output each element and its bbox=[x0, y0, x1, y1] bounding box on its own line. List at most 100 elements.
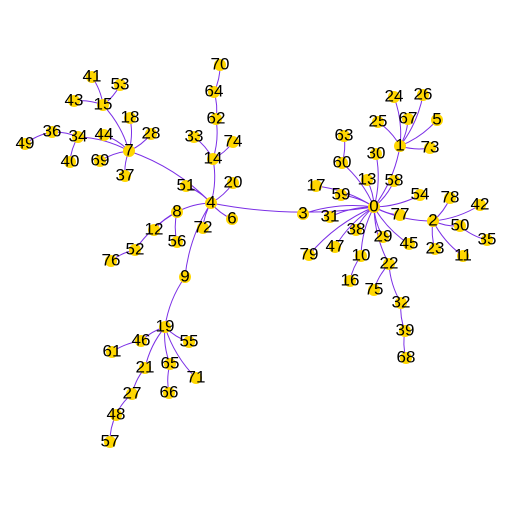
node-45-dot bbox=[403, 238, 415, 250]
node-10-dot bbox=[355, 250, 367, 262]
node-9: 9 bbox=[179, 266, 191, 285]
node-64-label: 64 bbox=[205, 81, 224, 100]
node-40: 40 bbox=[61, 151, 80, 170]
node-28-label: 28 bbox=[142, 123, 161, 142]
node-0-label: 0 bbox=[369, 196, 378, 215]
node-27-label: 27 bbox=[123, 383, 142, 402]
node-7-dot bbox=[123, 145, 135, 157]
node-54-dot bbox=[414, 189, 426, 201]
node-55-dot bbox=[183, 336, 195, 348]
node-72-label: 72 bbox=[194, 217, 213, 236]
node-15-dot bbox=[97, 99, 109, 111]
node-38-dot bbox=[350, 224, 362, 236]
node-48: 48 bbox=[107, 404, 126, 423]
node-79-label: 79 bbox=[300, 244, 319, 263]
node-35: 35 bbox=[478, 229, 497, 248]
node-44-dot bbox=[98, 129, 110, 141]
node-43-label: 43 bbox=[65, 90, 84, 109]
node-65-dot bbox=[164, 358, 176, 370]
node-63-label: 63 bbox=[335, 125, 354, 144]
node-76-label: 76 bbox=[102, 250, 121, 269]
node-11-label: 11 bbox=[454, 245, 472, 264]
node-51: 51 bbox=[177, 175, 196, 194]
node-69-dot bbox=[94, 155, 106, 167]
node-52-dot bbox=[129, 244, 141, 256]
node-3-label: 3 bbox=[298, 203, 307, 222]
node-18: 18 bbox=[121, 107, 140, 126]
node-50: 50 bbox=[451, 215, 470, 234]
node-24-dot bbox=[388, 91, 400, 103]
node-31: 31 bbox=[321, 206, 340, 225]
node-70-dot bbox=[214, 59, 226, 71]
node-20-label: 20 bbox=[224, 172, 243, 191]
node-8-dot bbox=[171, 206, 183, 218]
node-1-dot bbox=[394, 140, 406, 152]
node-21-label: 21 bbox=[136, 357, 155, 376]
node-23-label: 23 bbox=[426, 238, 445, 257]
node-59-dot bbox=[335, 189, 347, 201]
node-22-label: 22 bbox=[380, 253, 399, 272]
node-13-dot bbox=[361, 174, 373, 186]
node-1-label: 1 bbox=[395, 135, 404, 154]
node-26-dot bbox=[417, 89, 429, 101]
node-10-label: 10 bbox=[352, 245, 371, 264]
node-15-label: 15 bbox=[94, 94, 113, 113]
node-15: 15 bbox=[94, 94, 113, 113]
node-36-label: 36 bbox=[43, 121, 62, 140]
node-66: 66 bbox=[160, 382, 179, 401]
node-21: 21 bbox=[136, 357, 155, 376]
node-7: 7 bbox=[123, 140, 135, 159]
node-5: 5 bbox=[431, 109, 443, 128]
node-68-label: 68 bbox=[397, 347, 416, 366]
node-25: 25 bbox=[369, 111, 388, 130]
node-22-dot bbox=[383, 258, 395, 270]
node-23: 23 bbox=[426, 238, 445, 257]
node-32-label: 32 bbox=[392, 292, 411, 311]
node-64-dot bbox=[208, 86, 220, 98]
node-2-label: 2 bbox=[428, 210, 437, 229]
node-3-dot bbox=[297, 208, 309, 220]
node-74-dot bbox=[227, 136, 239, 148]
node-60: 60 bbox=[333, 152, 352, 171]
node-6-label: 6 bbox=[227, 208, 236, 227]
node-75-dot bbox=[368, 284, 380, 296]
node-16-dot bbox=[344, 275, 356, 287]
node-39: 39 bbox=[396, 320, 415, 339]
node-18-dot bbox=[124, 112, 136, 124]
node-36: 36 bbox=[43, 121, 62, 140]
node-39-dot bbox=[399, 325, 411, 337]
node-29-dot bbox=[377, 231, 389, 243]
node-37-dot bbox=[119, 170, 131, 182]
node-58: 58 bbox=[385, 170, 404, 189]
node-63: 63 bbox=[335, 125, 354, 144]
node-33-label: 33 bbox=[185, 126, 204, 145]
node-20: 20 bbox=[224, 172, 243, 191]
node-5-label: 5 bbox=[432, 109, 441, 128]
node-61-dot bbox=[106, 346, 118, 358]
node-77-label: 77 bbox=[391, 204, 410, 223]
node-0-dot bbox=[368, 201, 380, 213]
node-30-dot bbox=[370, 148, 382, 160]
node-9-dot bbox=[179, 271, 191, 283]
node-67-dot bbox=[402, 113, 414, 125]
node-77-dot bbox=[394, 209, 406, 221]
node-19-dot bbox=[159, 321, 171, 333]
node-41-label: 41 bbox=[83, 66, 102, 85]
node-49: 49 bbox=[16, 133, 35, 152]
node-47: 47 bbox=[326, 236, 345, 255]
node-30: 30 bbox=[367, 143, 386, 162]
node-14: 14 bbox=[204, 148, 223, 167]
node-30-label: 30 bbox=[367, 143, 386, 162]
node-65: 65 bbox=[161, 353, 180, 372]
node-47-label: 47 bbox=[326, 236, 345, 255]
node-3: 3 bbox=[297, 203, 309, 222]
node-46-dot bbox=[135, 335, 147, 347]
node-44-label: 44 bbox=[95, 124, 114, 143]
node-71-dot bbox=[190, 372, 202, 384]
node-42-label: 42 bbox=[471, 194, 490, 213]
node-26: 26 bbox=[414, 84, 433, 103]
node-57-dot bbox=[104, 436, 116, 448]
node-59-label: 59 bbox=[332, 184, 351, 203]
node-46: 46 bbox=[132, 330, 151, 349]
node-66-dot bbox=[163, 387, 175, 399]
